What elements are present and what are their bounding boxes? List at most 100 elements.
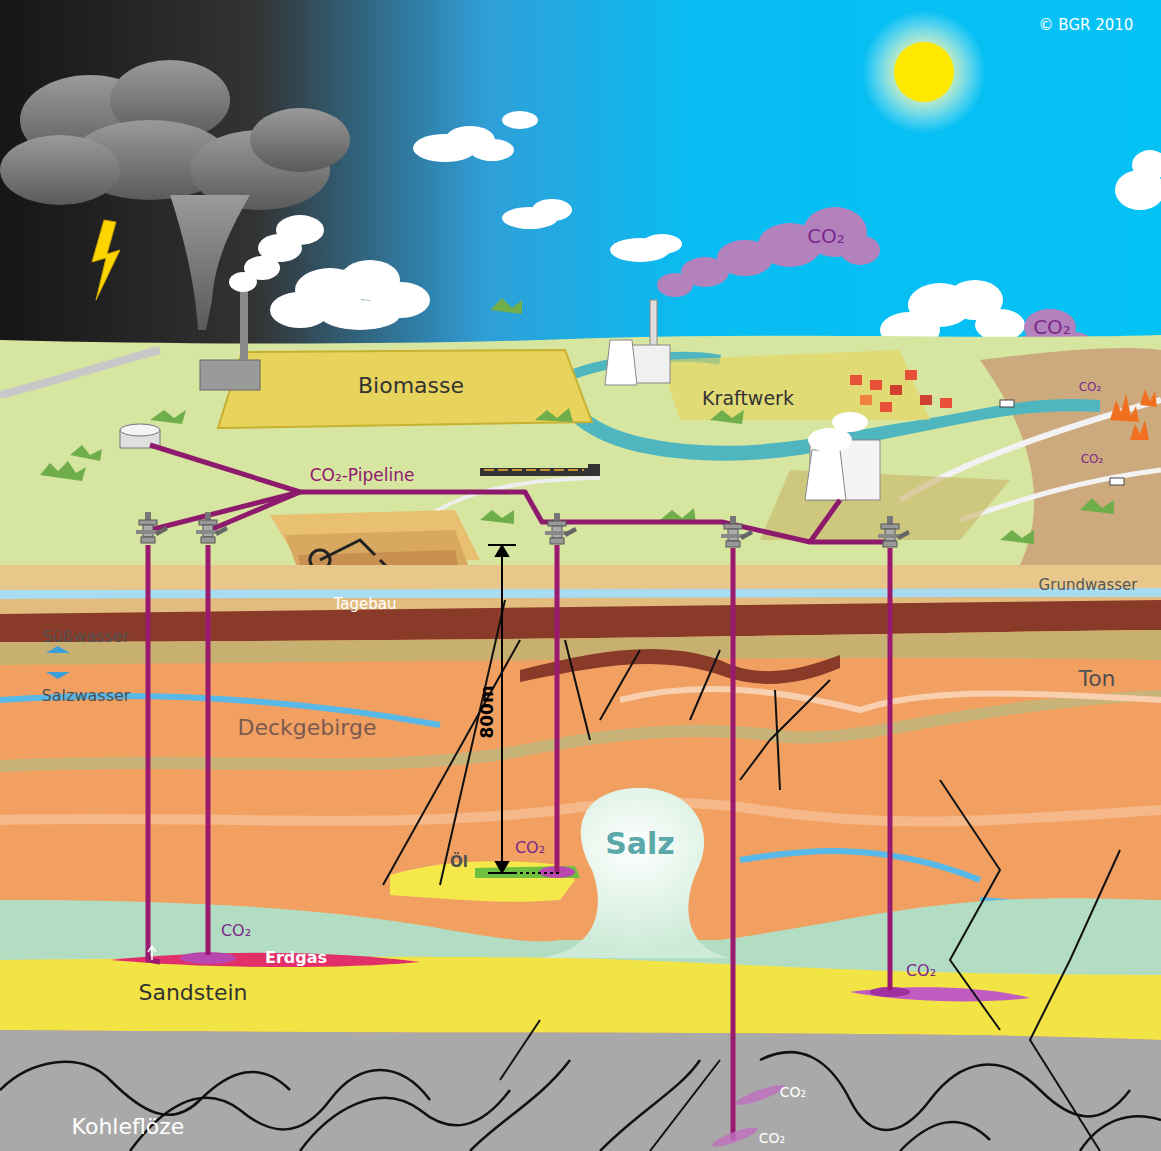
underground — [1030, 850, 1120, 1151]
storm-clouds — [0, 135, 120, 205]
well-arrow — [148, 946, 156, 960]
underground — [390, 861, 575, 902]
sky — [0, 0, 1161, 380]
map-label: Deckgebirge — [237, 716, 376, 740]
town — [890, 385, 902, 395]
map-label: Grundwasser — [1039, 577, 1138, 594]
wellheads — [196, 512, 228, 543]
wellheads — [136, 512, 910, 547]
town — [870, 380, 882, 390]
underground — [0, 957, 1161, 1040]
underground — [900, 1122, 990, 1151]
underground — [850, 987, 1030, 1001]
map-label: Ton — [1078, 667, 1115, 691]
sky — [0, 0, 1161, 380]
land — [1080, 498, 1114, 514]
town — [920, 395, 932, 405]
white-clouds — [975, 309, 1025, 341]
storm-clouds — [250, 108, 350, 172]
map-label: Kohleflöze — [72, 1115, 185, 1139]
fire — [1110, 389, 1157, 440]
map-label: Erdgas — [265, 949, 327, 967]
fire — [1130, 420, 1149, 440]
map-label: Salz — [605, 827, 675, 860]
land — [480, 510, 514, 524]
white-clouds — [502, 111, 538, 129]
car — [1000, 400, 1014, 407]
white-clouds — [470, 139, 514, 161]
pipeline — [810, 500, 840, 542]
land — [70, 445, 102, 461]
map-label: CO₂ — [759, 1131, 785, 1146]
underground — [940, 780, 1000, 1030]
white-clouds — [642, 234, 682, 254]
map-label: Salzwasser — [42, 687, 131, 705]
wellheads — [721, 516, 753, 547]
underground — [1080, 1116, 1161, 1151]
white-clouds — [270, 111, 1161, 364]
white-clouds — [320, 300, 400, 330]
underground — [46, 672, 70, 679]
wells — [888, 548, 893, 990]
underground — [600, 650, 640, 720]
storm-clouds — [170, 195, 250, 330]
wells — [206, 545, 211, 955]
land — [0, 350, 160, 395]
map-label: CO₂ — [807, 225, 845, 247]
land — [660, 350, 930, 420]
underground — [690, 650, 720, 720]
coal-co2 — [711, 1124, 760, 1150]
land — [0, 335, 1161, 565]
underground — [565, 640, 590, 740]
underground — [540, 788, 730, 958]
wells — [731, 548, 736, 1140]
underground — [46, 646, 70, 653]
depth-dimension — [488, 545, 560, 873]
underground — [0, 565, 1161, 1151]
underground — [500, 1020, 540, 1080]
pipeline — [150, 492, 300, 530]
town — [880, 402, 892, 412]
underground — [0, 1030, 1161, 1151]
wells — [148, 545, 890, 1140]
land — [710, 410, 744, 424]
land — [150, 410, 186, 424]
car — [1110, 478, 1124, 485]
town — [905, 370, 917, 380]
train — [480, 468, 590, 476]
white-clouds — [532, 199, 572, 221]
map-label: Süßwasser — [43, 628, 129, 646]
map-label: © BGR 2010 — [1039, 17, 1134, 34]
map-label: Tagebau — [334, 596, 397, 613]
underground — [383, 640, 520, 885]
wells — [555, 545, 560, 873]
factory — [240, 290, 248, 360]
map-label: CO₂ — [1081, 453, 1104, 466]
power-plant — [605, 300, 880, 500]
underground — [475, 866, 580, 878]
map-label: Biomasse — [358, 374, 464, 398]
train — [484, 469, 584, 471]
town — [860, 395, 872, 405]
coal-co2 — [734, 1081, 786, 1108]
land — [490, 298, 522, 314]
depth-dimension — [502, 872, 560, 874]
map-label: CO₂ — [906, 962, 936, 980]
underground — [0, 1062, 290, 1115]
factory — [276, 215, 324, 245]
land — [218, 350, 592, 428]
factory — [200, 360, 260, 390]
lightning — [92, 220, 120, 300]
power-plant — [805, 450, 846, 500]
map-label: CO₂ — [1079, 381, 1102, 394]
map-label: Kraftwerk — [702, 388, 794, 409]
co2-smoke — [1078, 452, 1106, 468]
underground — [0, 1052, 1161, 1151]
depth-dimension — [496, 546, 508, 556]
map-label: CO₂ — [515, 839, 545, 857]
town — [850, 370, 952, 412]
land — [535, 408, 573, 422]
depth-dimension — [501, 548, 503, 870]
depth-dimension — [496, 862, 508, 872]
